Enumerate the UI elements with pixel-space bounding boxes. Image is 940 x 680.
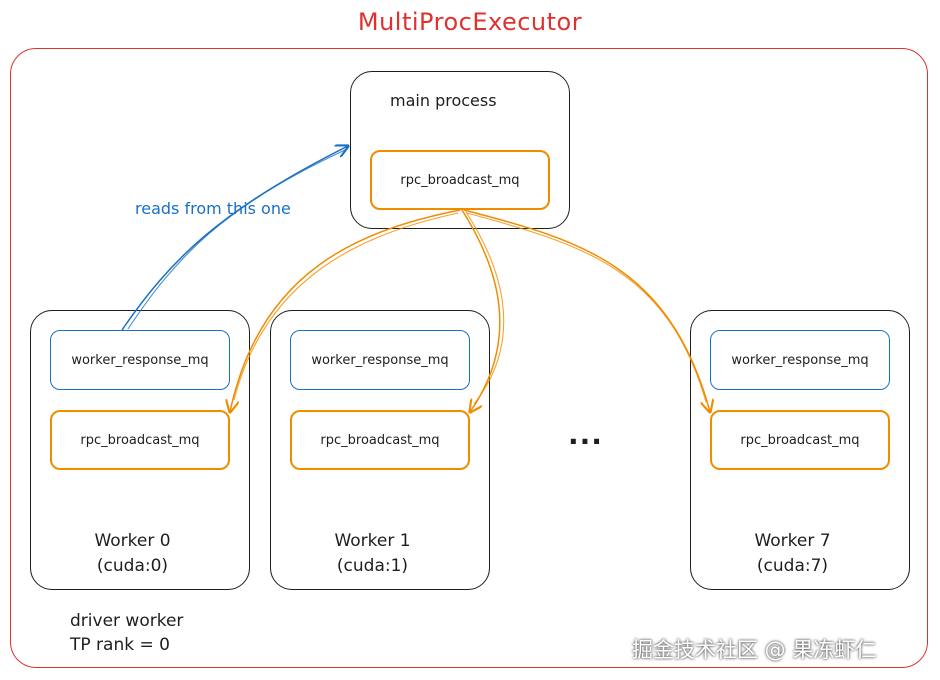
worker-1-device: (cuda:1) <box>336 556 409 576</box>
main-rpc-broadcast-mq: rpc_broadcast_mq <box>370 150 550 210</box>
tp-rank-label: TP rank = 0 <box>70 635 170 655</box>
watermark: 掘金技术社区 @ 果冻虾仁 <box>632 638 877 662</box>
broadcast-arrow-worker-0 <box>230 209 461 412</box>
worker-0-box <box>30 310 250 590</box>
worker-7-box <box>690 310 910 590</box>
broadcast-arrow-worker-0-sketch <box>233 212 459 401</box>
worker-0-name: Worker 0 <box>94 531 171 551</box>
diagram-title: MultiProcExecutor <box>357 8 583 36</box>
worker-7-device: (cuda:7) <box>756 556 829 576</box>
worker-0-rpc-broadcast-mq: rpc_broadcast_mq <box>50 410 230 470</box>
worker-7-rpc-broadcast-mq: rpc_broadcast_mq <box>710 410 890 470</box>
read-arrow-sketch <box>127 149 346 330</box>
worker-7-name: Worker 7 <box>754 531 831 551</box>
worker-1-response-mq: worker_response_mq <box>290 330 470 390</box>
worker-0-response-mq: worker_response_mq <box>50 330 230 390</box>
worker-7-response-mq: worker_response_mq <box>710 330 890 390</box>
broadcast-arrow-worker-7-sketch <box>466 212 707 403</box>
read-arrow <box>121 146 348 331</box>
reads-from-note: reads from this one <box>135 199 291 218</box>
worker-1-name: Worker 1 <box>334 531 411 551</box>
worker-1-rpc-broadcast-mq: rpc_broadcast_mq <box>290 410 470 470</box>
executor-frame <box>10 48 928 668</box>
driver-worker-label: driver worker <box>70 611 184 631</box>
main-process-label: main process <box>390 91 497 110</box>
worker-1-box <box>270 310 490 590</box>
broadcast-arrow-worker-7 <box>463 209 710 412</box>
broadcast-arrow-worker-1-sketch <box>465 211 505 405</box>
more-workers-ellipsis: ... <box>568 418 603 451</box>
worker-0-device: (cuda:0) <box>96 556 169 576</box>
broadcast-arrow-worker-1 <box>461 209 501 412</box>
